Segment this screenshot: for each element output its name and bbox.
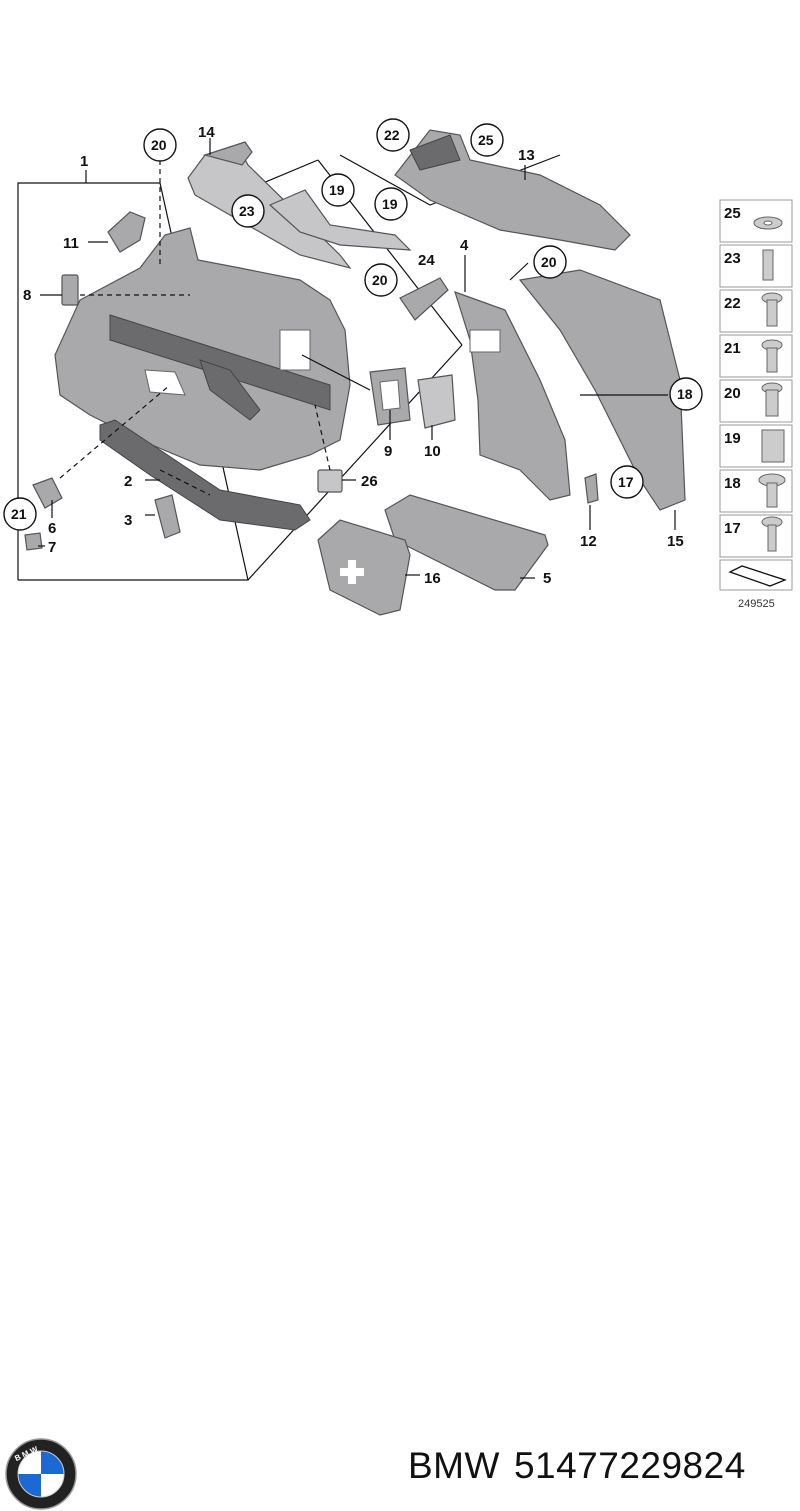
- callout-numbers: 1 3 2 4 5 6 7 8 9 10 11 12 13 14 15 16 2…: [23, 124, 684, 587]
- part-11: [107, 211, 146, 253]
- callout-12: 12: [580, 533, 597, 550]
- callout-14: 14: [198, 124, 215, 141]
- svg-text:23: 23: [239, 203, 255, 219]
- part-7: [24, 532, 43, 551]
- leader-lines: [38, 138, 676, 579]
- part-number: 51477229824: [513, 1445, 746, 1486]
- svg-text:17: 17: [618, 474, 634, 490]
- callout-8: 8: [23, 287, 31, 304]
- svg-text:18: 18: [677, 386, 693, 402]
- part-1-panel: [54, 227, 351, 471]
- part-19: [268, 189, 412, 251]
- svg-text:19: 19: [382, 196, 398, 212]
- part-24: [399, 277, 449, 321]
- callout-9: 9: [384, 443, 392, 460]
- brand-name: BMW: [408, 1445, 500, 1486]
- part-12: [584, 473, 599, 504]
- part-13: [394, 129, 631, 251]
- svg-text:21: 21: [11, 506, 27, 522]
- callout-7: 7: [48, 539, 56, 556]
- part-14: [187, 141, 352, 270]
- svg-text:20: 20: [372, 272, 388, 288]
- circled-callouts: 20 23 19 19 20 22 25 20 18 17 21: [3, 118, 703, 531]
- legend-18: 18: [724, 475, 741, 492]
- part-15: [518, 269, 686, 511]
- part-4: [454, 291, 571, 501]
- part-10: [417, 374, 456, 429]
- part-26: [317, 469, 343, 493]
- svg-text:22: 22: [384, 127, 400, 143]
- svg-text:19: 19: [329, 182, 345, 198]
- svg-text:20: 20: [541, 254, 557, 270]
- figure-number: 249525: [738, 598, 775, 610]
- svg-text:25: 25: [478, 132, 494, 148]
- part-6: [32, 477, 63, 509]
- legend-23: 23: [724, 250, 741, 267]
- brand-line: BMW 51477229824: [408, 1445, 760, 1487]
- callout-15: 15: [667, 533, 684, 550]
- fastener-legend: 25 23 22 21 20 19 18 17 249525: [719, 199, 793, 610]
- callout-24: 24: [418, 252, 435, 269]
- callout-5: 5: [543, 570, 551, 587]
- footer: B M W BMW 51477229824: [0, 710, 800, 1510]
- callout-10: 10: [424, 443, 441, 460]
- part-9: [369, 367, 411, 426]
- legend-25: 25: [724, 205, 741, 222]
- part-8: [61, 274, 79, 306]
- callout-3: 3: [124, 512, 132, 529]
- callout-26: 26: [361, 473, 378, 490]
- bmw-roundel-logo: B M W: [5, 1438, 77, 1510]
- callout-13: 13: [518, 147, 535, 164]
- callout-16: 16: [424, 570, 441, 587]
- part-16: [317, 519, 411, 616]
- legend-17: 17: [724, 520, 741, 537]
- part-3: [154, 494, 181, 539]
- callout-1: 1: [80, 153, 88, 170]
- legend-22: 22: [724, 295, 741, 312]
- legend-19: 19: [724, 430, 741, 447]
- part-5: [384, 494, 549, 591]
- callout-6: 6: [48, 520, 56, 537]
- svg-text:20: 20: [151, 137, 167, 153]
- part-2: [99, 419, 311, 531]
- callout-2: 2: [124, 473, 132, 490]
- legend-20: 20: [724, 385, 741, 402]
- callout-4: 4: [460, 237, 469, 254]
- parts-diagram: 1 3 2 4 5 6 7 8 9 10 11 12 13 14 15 16 2…: [3, 118, 793, 616]
- callout-11: 11: [63, 235, 79, 252]
- legend-21: 21: [724, 340, 741, 357]
